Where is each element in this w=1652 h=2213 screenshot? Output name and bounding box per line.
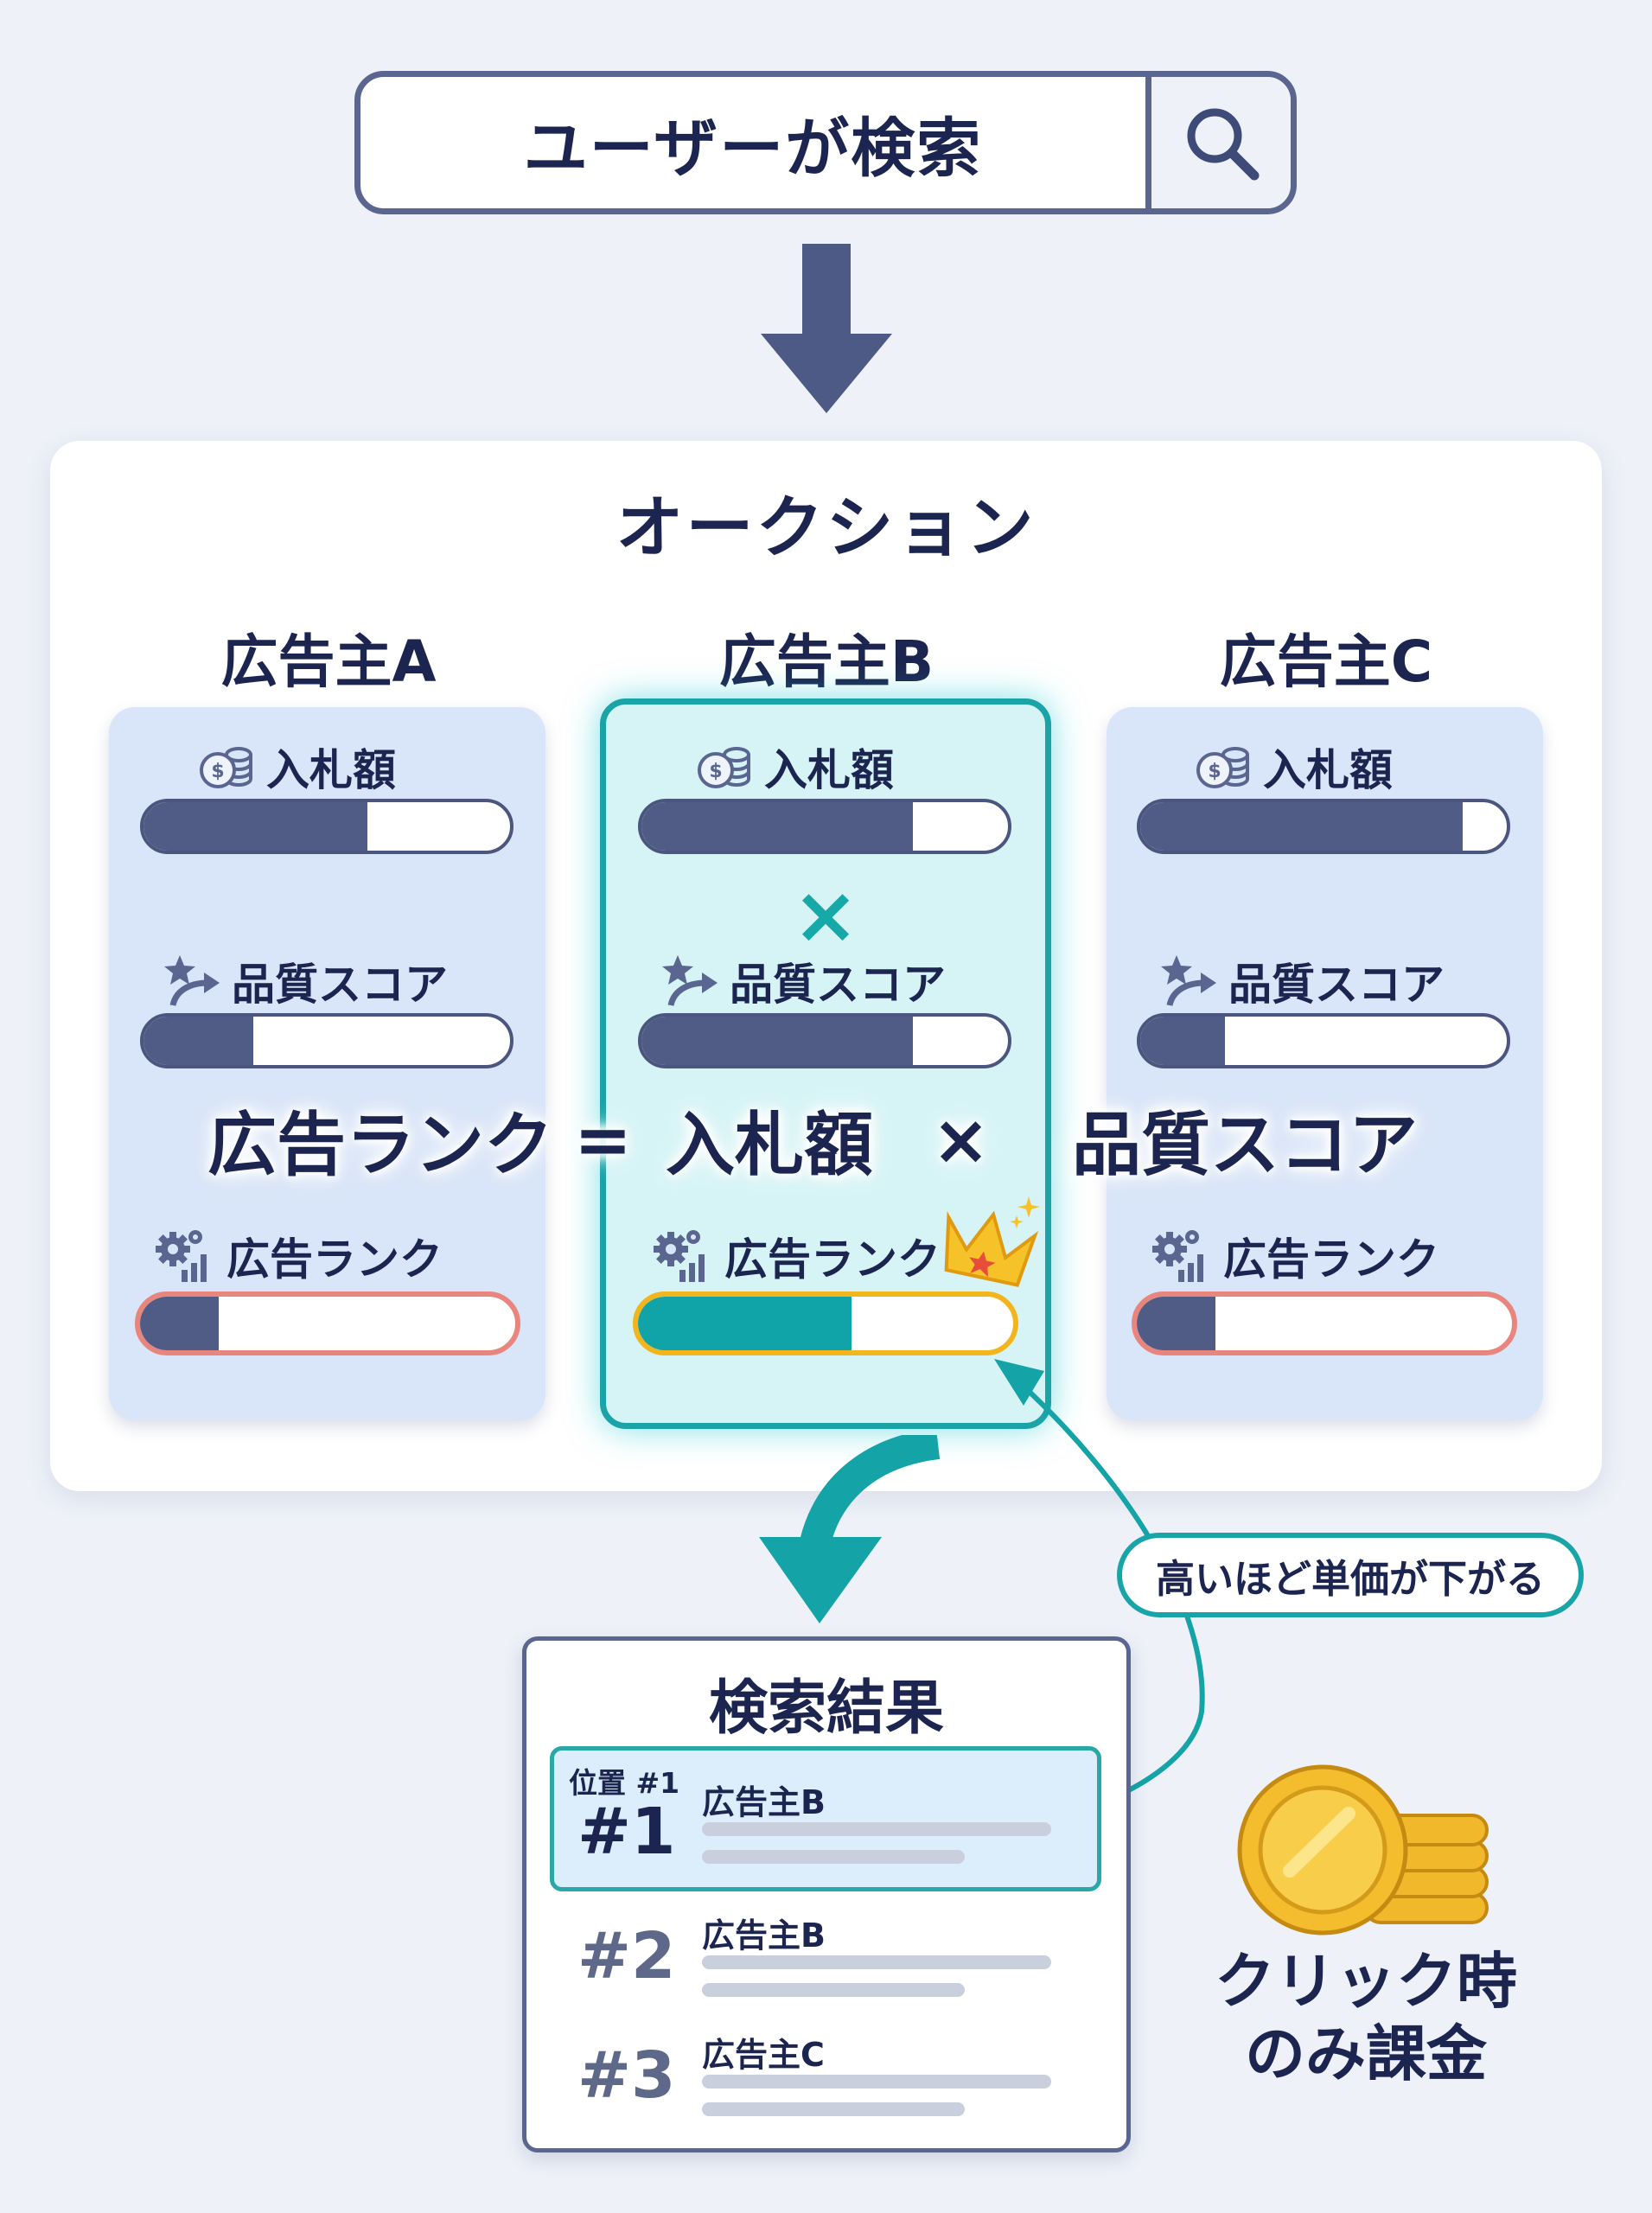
advertiser-c-quality-label: 品質スコア [1161,951,1445,1011]
result-rank-2: #2 [577,1919,676,1993]
coin-icon: $ [199,743,256,791]
result-line [702,2102,965,2116]
down-arrow-icon [761,244,892,413]
advertiser-b-quality-bar [638,1013,1011,1068]
search-icon [1187,108,1259,181]
search-query-text: ユーザーが検索 [523,111,983,186]
quality-bar-fill [144,1017,254,1065]
quality-bar-fill [641,1017,913,1065]
rank-label-text: 広告ランク [226,1234,443,1285]
advertiser-a-quality-label: 品質スコア [164,951,448,1011]
tooltip-note: 高いほど単価が下がる [1117,1533,1584,1617]
coin-icon: $ [697,743,754,791]
crown-icon [944,1196,1040,1287]
result-line [702,1822,1051,1836]
quality-label-text: 品質スコア [1228,960,1445,1010]
results-title: 検索結果 [708,1674,944,1743]
advertiser-a-quality-bar [140,1013,513,1068]
advertiser-a-rank-bar [135,1291,520,1355]
advertiser-b-bid-bar [638,799,1011,854]
result-name-3: 広告主C [702,2036,825,2074]
quality-label-text: 品質スコア [232,960,448,1010]
formula-rank: 広告ランク [207,1105,553,1185]
result-line [702,1955,1051,1969]
curved-down-arrow-icon [759,1435,941,1623]
advertiser-b-bid-label: $ 入札額 [697,737,894,797]
rank-gear-icon [156,1228,216,1284]
coin-icon: $ [1196,743,1253,791]
search-button[interactable] [1145,77,1291,208]
auction-title: オークション [616,489,1036,567]
rank-bar-fill [1137,1297,1216,1350]
advertiser-b-rank-label: 広告ランク [654,1226,941,1286]
bid-bar-fill [144,802,367,851]
quality-star-icon [1161,953,1218,1009]
formula-quality: 品質スコア [1072,1105,1418,1185]
multiply-symbol: × [792,869,859,961]
rank-bar-fill [638,1297,852,1350]
bid-label-text: 入札額 [1263,745,1393,795]
rank-bar-fill [140,1297,220,1350]
search-results-panel [522,1636,1131,2152]
svg-text:$: $ [211,761,224,782]
advertiser-c-rank-label: 広告ランク [1152,1226,1439,1286]
quality-bar-fill [1140,1017,1225,1065]
result-name-2: 広告主B [702,1916,826,1955]
result-line [702,2075,1051,2089]
advertiser-b-quality-label: 品質スコア [662,951,946,1011]
formula-bid: 入札額 [666,1105,873,1185]
bid-bar-fill [1140,802,1464,851]
quality-star-icon [662,953,719,1009]
advertiser-c-name: 広告主C [1219,628,1433,695]
advertiser-c-quality-bar [1137,1013,1510,1068]
click-pay-label: クリック時 のみ課金 [1176,1945,1556,2090]
rank-gear-icon [654,1228,714,1284]
result-name-1: 広告主B [702,1783,826,1821]
quality-star-icon [164,953,221,1009]
advertiser-a-rank-label: 広告ランク [156,1226,443,1286]
bid-bar-fill [641,802,913,851]
advertiser-b-name: 広告主B [718,628,934,695]
bid-label-text: 入札額 [266,745,396,795]
advertiser-b-rank-bar [633,1291,1018,1355]
result-row-highlight[interactable] [550,1746,1101,1891]
advertiser-c-rank-bar [1132,1291,1517,1355]
rank-label-text: 広告ランク [724,1234,941,1285]
rank-gear-icon [1152,1228,1213,1284]
result-line [702,1850,965,1864]
rank-label-text: 広告ランク [1223,1234,1439,1285]
formula-equals: = [574,1099,633,1180]
advertiser-a-name: 広告主A [220,628,437,695]
click-pay-line2: のみ課金 [1245,2018,1487,2089]
advertiser-a-bid-label: $ 入札額 [199,737,396,797]
svg-text:$: $ [709,761,722,782]
result-rank-1: #1 [577,1795,676,1869]
advertiser-c-bid-bar [1137,799,1510,854]
formula-times: × [932,1099,991,1180]
result-line [702,1983,965,1997]
bid-label-text: 入札額 [764,745,894,795]
coin-stack-icon [1237,1764,1489,1936]
result-rank-3: #3 [577,2038,676,2113]
quality-label-text: 品質スコア [730,960,946,1010]
advertiser-c-bid-label: $ 入札額 [1196,737,1393,797]
click-pay-line1: クリック時 [1215,1946,1517,2017]
position-label: 位置 #1 [569,1766,680,1800]
search-bar[interactable]: ユーザーが検索 [354,71,1297,214]
svg-text:$: $ [1208,761,1221,782]
advertiser-a-bid-bar [140,799,513,854]
